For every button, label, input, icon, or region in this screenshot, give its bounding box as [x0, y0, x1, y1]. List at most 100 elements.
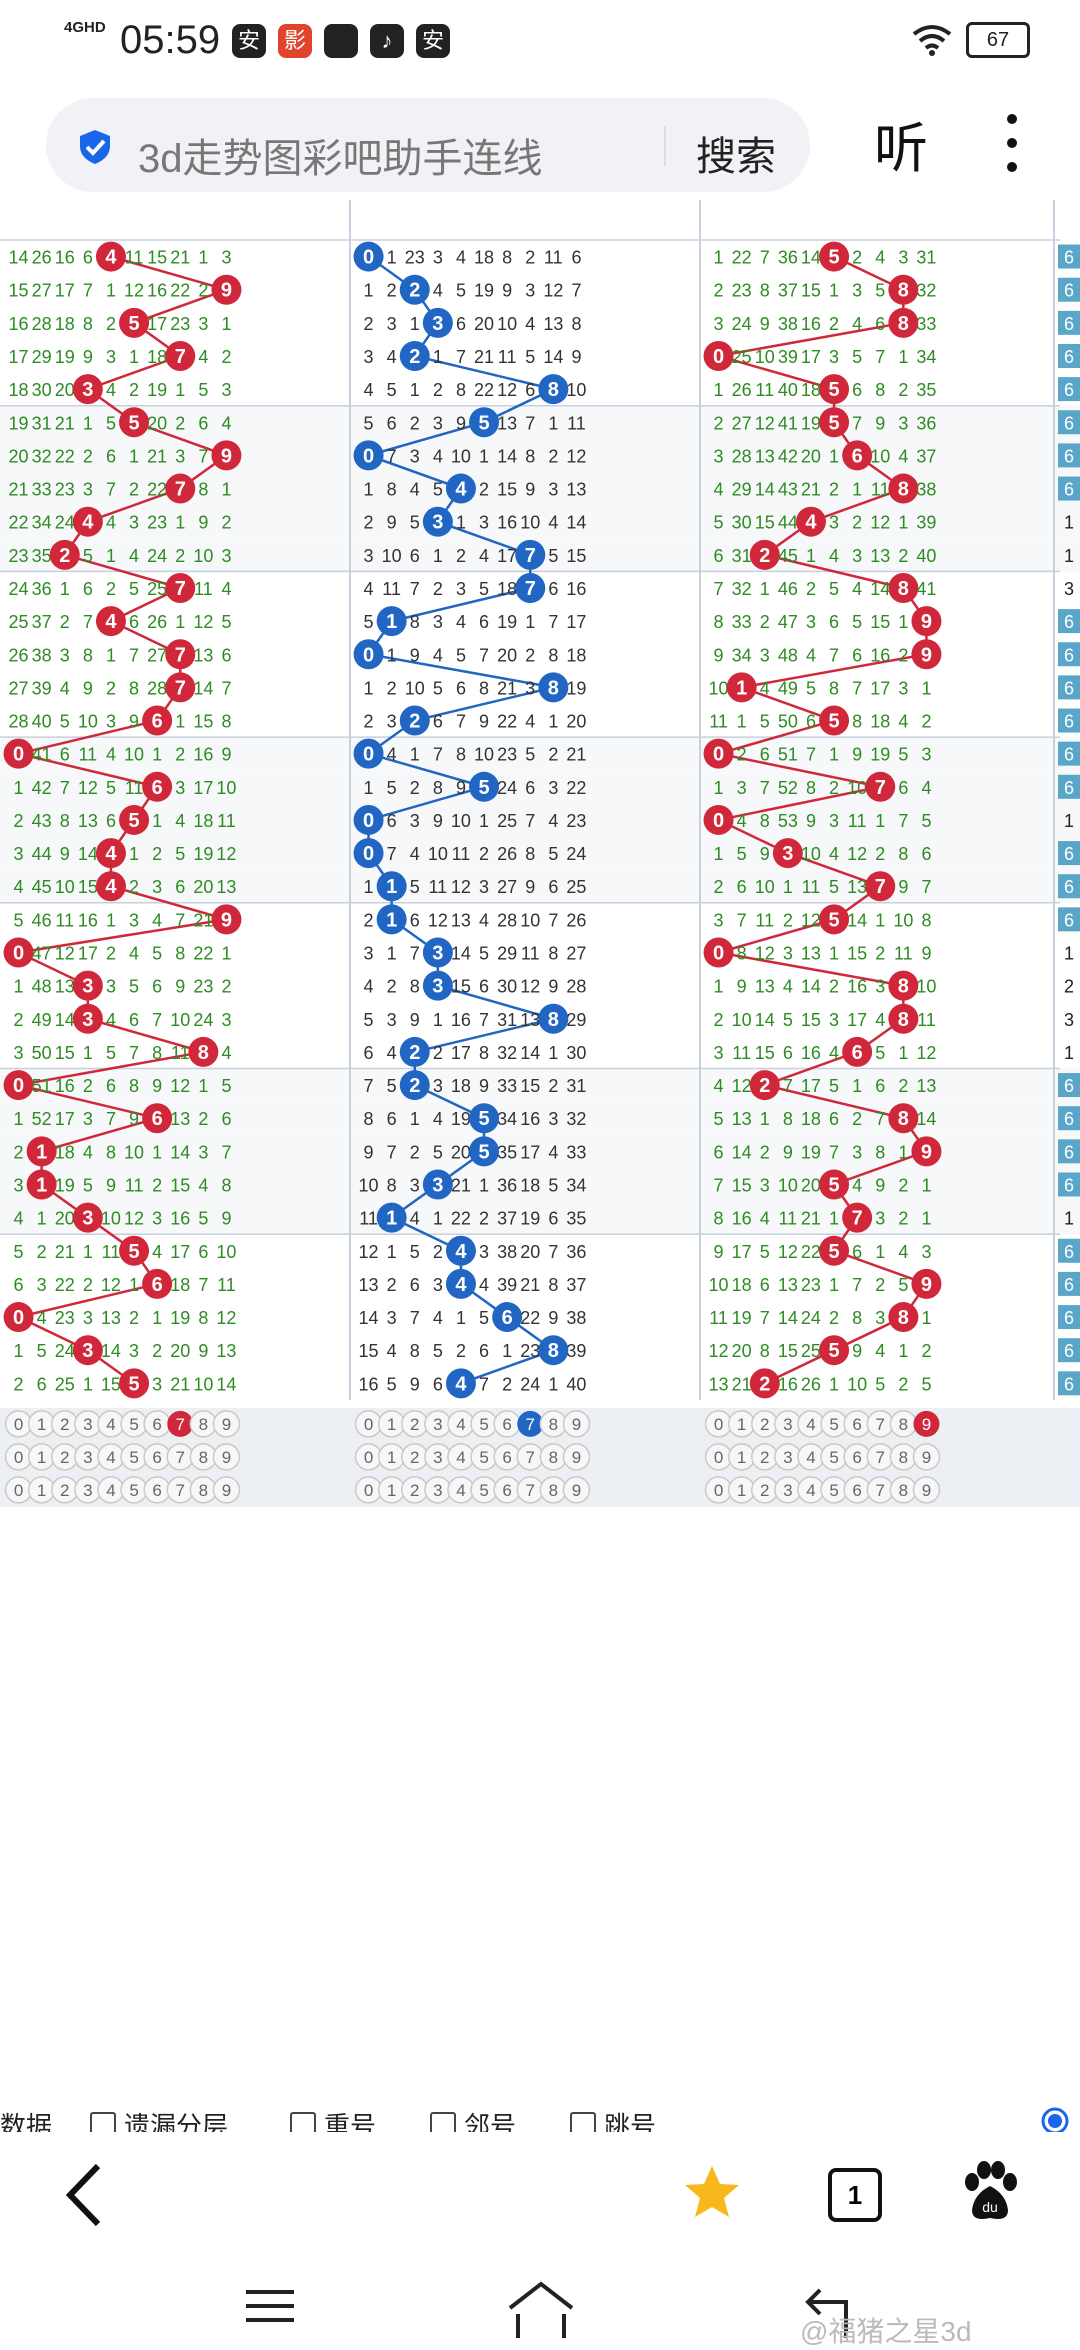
selector-digit-label: 5 — [829, 1415, 838, 1434]
tens-miss-count: 5 — [456, 281, 466, 301]
units-miss-count: 4 — [852, 1175, 862, 1195]
home-icon[interactable] — [506, 2278, 576, 2338]
radio-selected-icon[interactable] — [1040, 2106, 1070, 2132]
hundreds-miss-count: 25 — [147, 579, 167, 599]
hundreds-miss-count: 1 — [106, 645, 116, 665]
filter-option-repeat[interactable]: 重号 — [290, 2106, 376, 2132]
units-miss-count: 25 — [801, 1341, 821, 1361]
selector-digit-button[interactable] — [517, 1410, 544, 1437]
selector-digit-label: 0 — [14, 1481, 23, 1500]
tens-miss-count: 3 — [433, 413, 443, 433]
units-miss-count: 3 — [875, 1209, 885, 1229]
checkbox[interactable] — [290, 2111, 316, 2132]
tens-miss-count: 24 — [497, 778, 517, 798]
units-ball-digit: 9 — [921, 611, 932, 633]
tens-miss-count: 9 — [410, 645, 420, 665]
hundreds-ball — [119, 307, 150, 338]
row-band — [0, 1134, 1080, 1168]
tens-miss-count: 4 — [364, 977, 374, 997]
hundreds-miss-count: 4 — [106, 1010, 116, 1030]
selector-digit-button[interactable] — [912, 1476, 941, 1504]
tens-miss-count: 4 — [479, 910, 489, 930]
selector-digit-label: 6 — [502, 1415, 511, 1434]
tens-miss-count: 11 — [521, 944, 540, 964]
units-ball — [726, 672, 757, 703]
units-miss-count: 14 — [916, 1109, 936, 1129]
units-miss-count: 11 — [755, 910, 774, 930]
hundreds-miss-count: 47 — [32, 944, 52, 964]
filter-option-miss-layer[interactable]: 遗漏分层 — [90, 2106, 228, 2132]
hundreds-ball-digit: 3 — [82, 976, 93, 998]
selector-digit-button[interactable] — [212, 1410, 241, 1438]
tens-miss-count: 1 — [548, 413, 558, 433]
tens-miss-count: 8 — [456, 380, 466, 400]
back-arrow-icon[interactable] — [60, 2160, 110, 2230]
favorite-star-icon[interactable] — [682, 2162, 742, 2222]
selector-digit-label: 4 — [106, 1481, 115, 1500]
selector-digit-button[interactable] — [562, 1410, 591, 1438]
units-miss-count: 10 — [801, 844, 821, 864]
hundreds-miss-count: 20 — [55, 380, 75, 400]
hundreds-ball — [142, 771, 173, 802]
units-miss-count: 9 — [760, 314, 770, 334]
selector-digit-label: 3 — [433, 1481, 442, 1500]
tabs-button[interactable]: 1 — [828, 2168, 882, 2222]
hundreds-ball — [165, 340, 196, 371]
units-miss-count: 5 — [829, 1076, 839, 1096]
tens-ball — [538, 1003, 569, 1034]
menu-icon[interactable] — [244, 2278, 296, 2328]
tens-ball-digit: 8 — [548, 1009, 559, 1031]
side-value: 6 — [1064, 1142, 1074, 1162]
checkbox[interactable] — [570, 2111, 596, 2132]
baidu-paw-icon[interactable]: du — [960, 2160, 1020, 2224]
tens-ball — [353, 241, 384, 272]
hundreds-miss-count: 5 — [14, 910, 24, 930]
selector-digit-label: 9 — [572, 1448, 581, 1467]
tens-miss-count: 6 — [387, 811, 397, 831]
checkbox[interactable] — [430, 2111, 456, 2132]
checkbox[interactable] — [90, 2111, 116, 2132]
selector-digit-button[interactable] — [212, 1476, 241, 1504]
tens-miss-count: 3 — [410, 1175, 420, 1195]
tens-miss-count: 8 — [571, 314, 581, 334]
selector-digit-button[interactable] — [913, 1410, 940, 1437]
selector-digit-label: 1 — [387, 1481, 396, 1500]
units-miss-count: 25 — [732, 347, 752, 367]
hundreds-miss-count: 16 — [55, 1076, 75, 1096]
listen-button[interactable]: 听 — [874, 119, 928, 179]
tens-miss-count: 4 — [433, 281, 443, 301]
side-badge — [1058, 1172, 1080, 1197]
row-band — [0, 770, 1080, 804]
tens-miss-count: 22 — [451, 1209, 471, 1229]
search-box[interactable]: 3d走势图彩吧助手连线 搜索 — [46, 98, 810, 192]
units-ball — [703, 937, 734, 968]
search-button[interactable]: 搜索 — [696, 135, 776, 179]
filter-option-skip[interactable]: 跳号 — [570, 2106, 656, 2132]
more-menu-icon[interactable] — [1000, 114, 1024, 174]
units-miss-count: 1 — [898, 612, 908, 632]
selector-digit-label: 7 — [526, 1415, 535, 1434]
hundreds-miss-count: 26 — [32, 248, 52, 268]
filter-option-adjacent[interactable]: 邻号 — [430, 2106, 516, 2132]
tens-miss-count: 19 — [451, 1109, 471, 1129]
tens-miss-count: 9 — [525, 480, 535, 500]
side-value: 6 — [1064, 380, 1074, 400]
tens-miss-count: 7 — [387, 1142, 397, 1162]
selector-digit-button[interactable] — [562, 1443, 591, 1471]
selector-digit-button[interactable] — [912, 1443, 941, 1471]
tens-miss-count: 17 — [520, 1142, 540, 1162]
selector-digit-button[interactable] — [212, 1443, 241, 1471]
search-query[interactable]: 3d走势图彩吧助手连线 — [138, 137, 543, 181]
selector-digit-button[interactable] — [167, 1410, 194, 1437]
units-miss-count: 2 — [898, 1076, 908, 1096]
units-miss-count: 23 — [732, 281, 752, 301]
units-miss-count: 2 — [852, 513, 862, 533]
units-miss-count: 14 — [801, 977, 821, 997]
return-icon[interactable] — [800, 2278, 852, 2338]
selector-digit-button[interactable] — [562, 1476, 591, 1504]
selector-digit-label: 3 — [783, 1448, 792, 1467]
units-miss-count: 18 — [732, 1275, 752, 1295]
hundreds-miss-count: 22 — [55, 446, 75, 466]
tens-miss-count: 30 — [497, 977, 517, 997]
